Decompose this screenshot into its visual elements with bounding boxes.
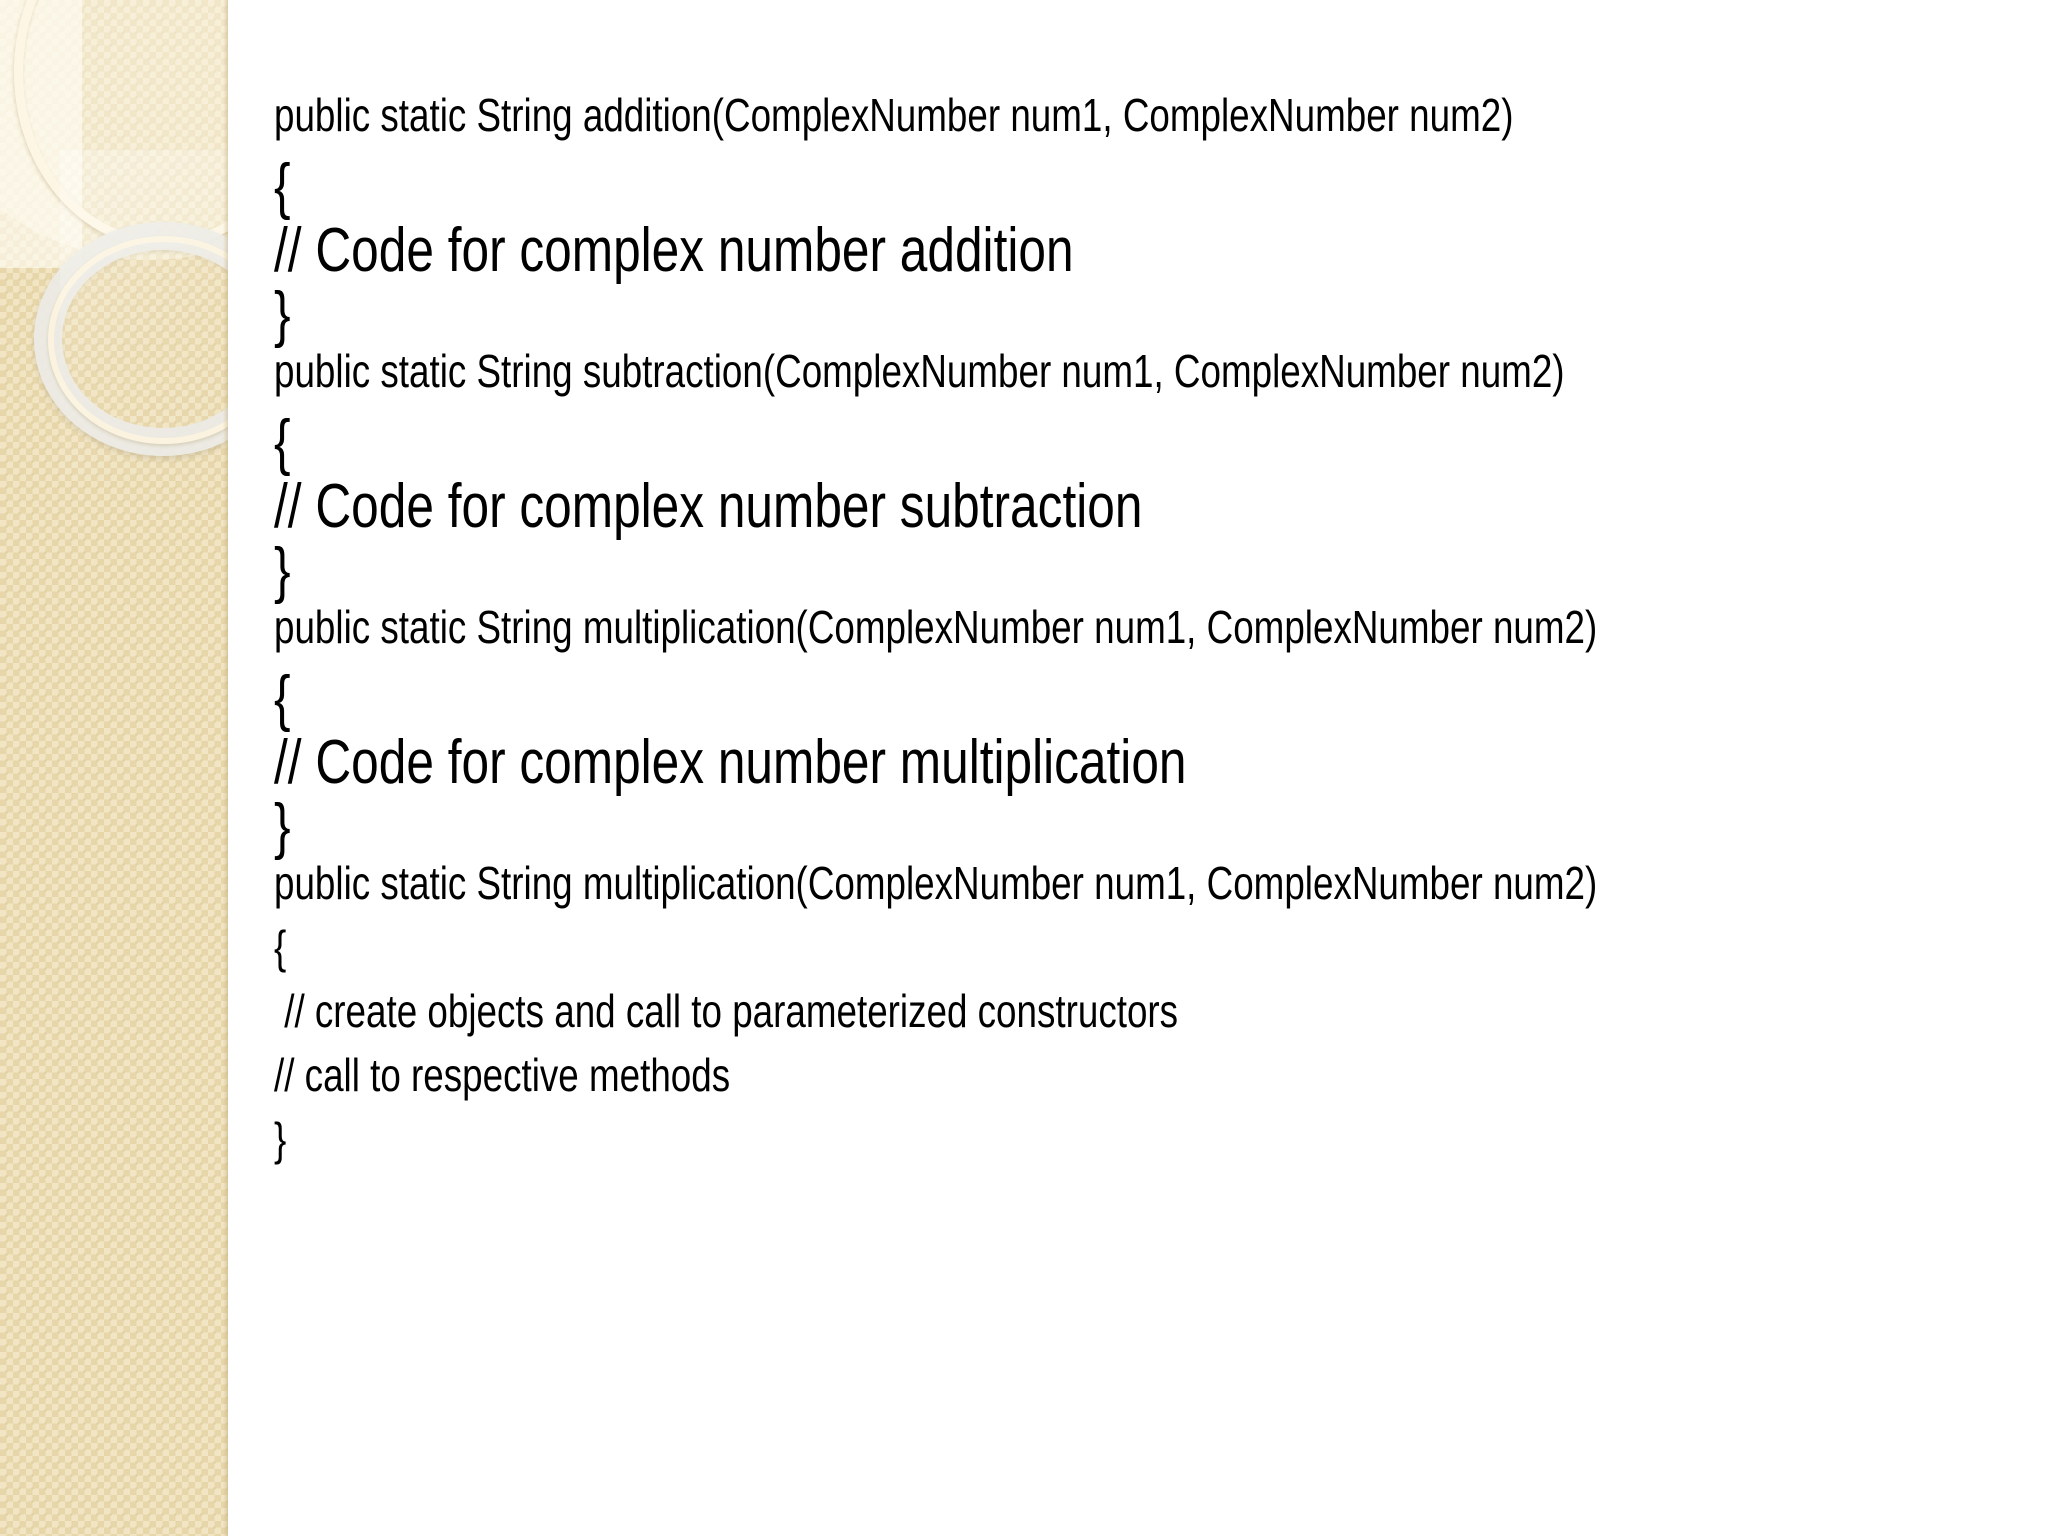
code-line: // Code for complex number addition [274, 216, 1074, 285]
code-line: { [274, 921, 287, 973]
code-line: // create objects and call to parameteri… [274, 985, 1179, 1037]
decorative-ring-cream-inner-icon [48, 236, 228, 444]
slide-content: public static String addition(ComplexNum… [228, 0, 2048, 1536]
code-line: { [274, 408, 291, 477]
code-line: } [274, 1113, 287, 1165]
code-line: public static String addition(ComplexNum… [274, 89, 1514, 141]
code-line: } [274, 792, 291, 861]
code-line: // call to respective methods [274, 1049, 731, 1101]
code-line: } [274, 280, 291, 349]
decorative-sidebar [0, 0, 228, 1536]
code-line: { [274, 152, 291, 221]
code-line: // Code for complex number subtraction [274, 472, 1143, 541]
code-line: public static String subtraction(Complex… [274, 345, 1565, 397]
code-line: // Code for complex number multiplicatio… [274, 728, 1187, 797]
code-line: public static String multiplication(Comp… [274, 601, 1598, 653]
code-line: } [274, 536, 291, 605]
code-line: { [274, 664, 291, 733]
code-listing: public static String addition(ComplexNum… [274, 92, 2038, 1180]
sidebar-edge-shadow [223, 0, 228, 1536]
code-line: public static String multiplication(Comp… [274, 857, 1598, 909]
